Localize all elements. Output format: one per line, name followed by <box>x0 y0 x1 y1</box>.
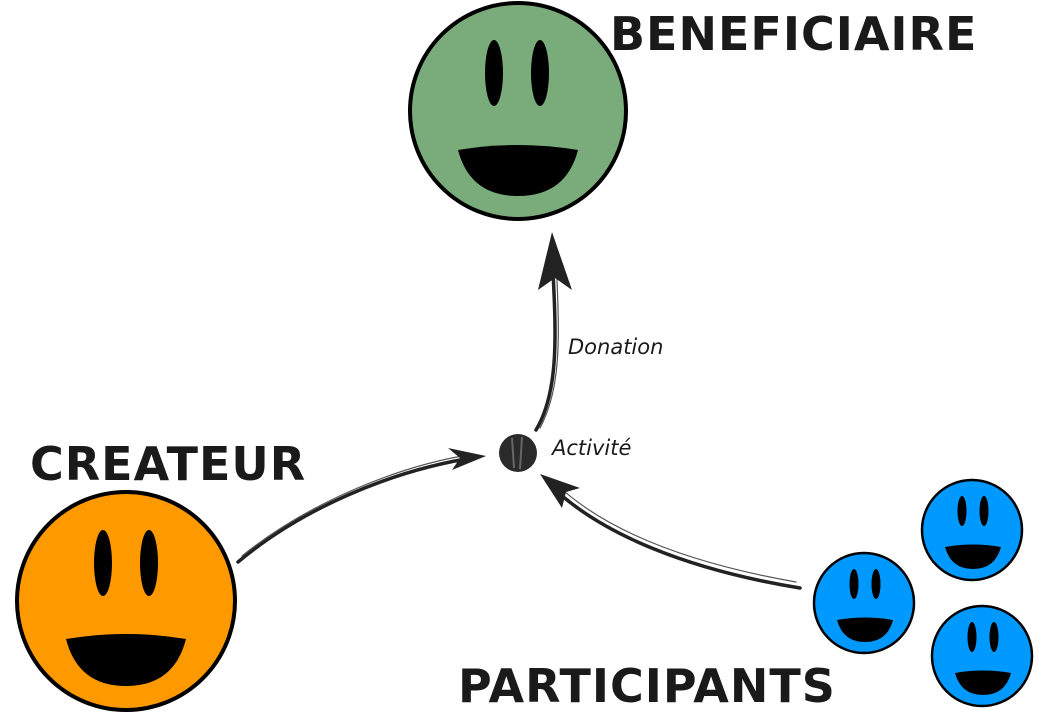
activite-node <box>499 434 537 472</box>
arrowhead-icon <box>448 448 486 470</box>
arrowhead-icon <box>538 232 572 290</box>
participants-label: PARTICIPANTS <box>458 659 836 713</box>
createur-label: CREATEUR <box>30 437 306 491</box>
participant-face-icon <box>920 478 1024 582</box>
edge-participants-to-activite <box>540 474 802 590</box>
createur-face-circle <box>15 490 237 712</box>
activite-label: Activité <box>550 436 631 460</box>
participants-faces <box>812 478 1034 708</box>
edge-createur-to-activite <box>236 448 486 564</box>
beneficiaire-label: BENEFICIAIRE <box>610 7 977 61</box>
participant-face-icon <box>812 551 916 655</box>
participant-face-icon <box>930 604 1034 708</box>
arrowhead-icon <box>540 474 580 508</box>
createur-face-icon <box>15 490 237 712</box>
edge-donation <box>534 232 572 432</box>
donation-label: Donation <box>568 335 663 359</box>
beneficiaire-face-icon <box>408 1 628 221</box>
